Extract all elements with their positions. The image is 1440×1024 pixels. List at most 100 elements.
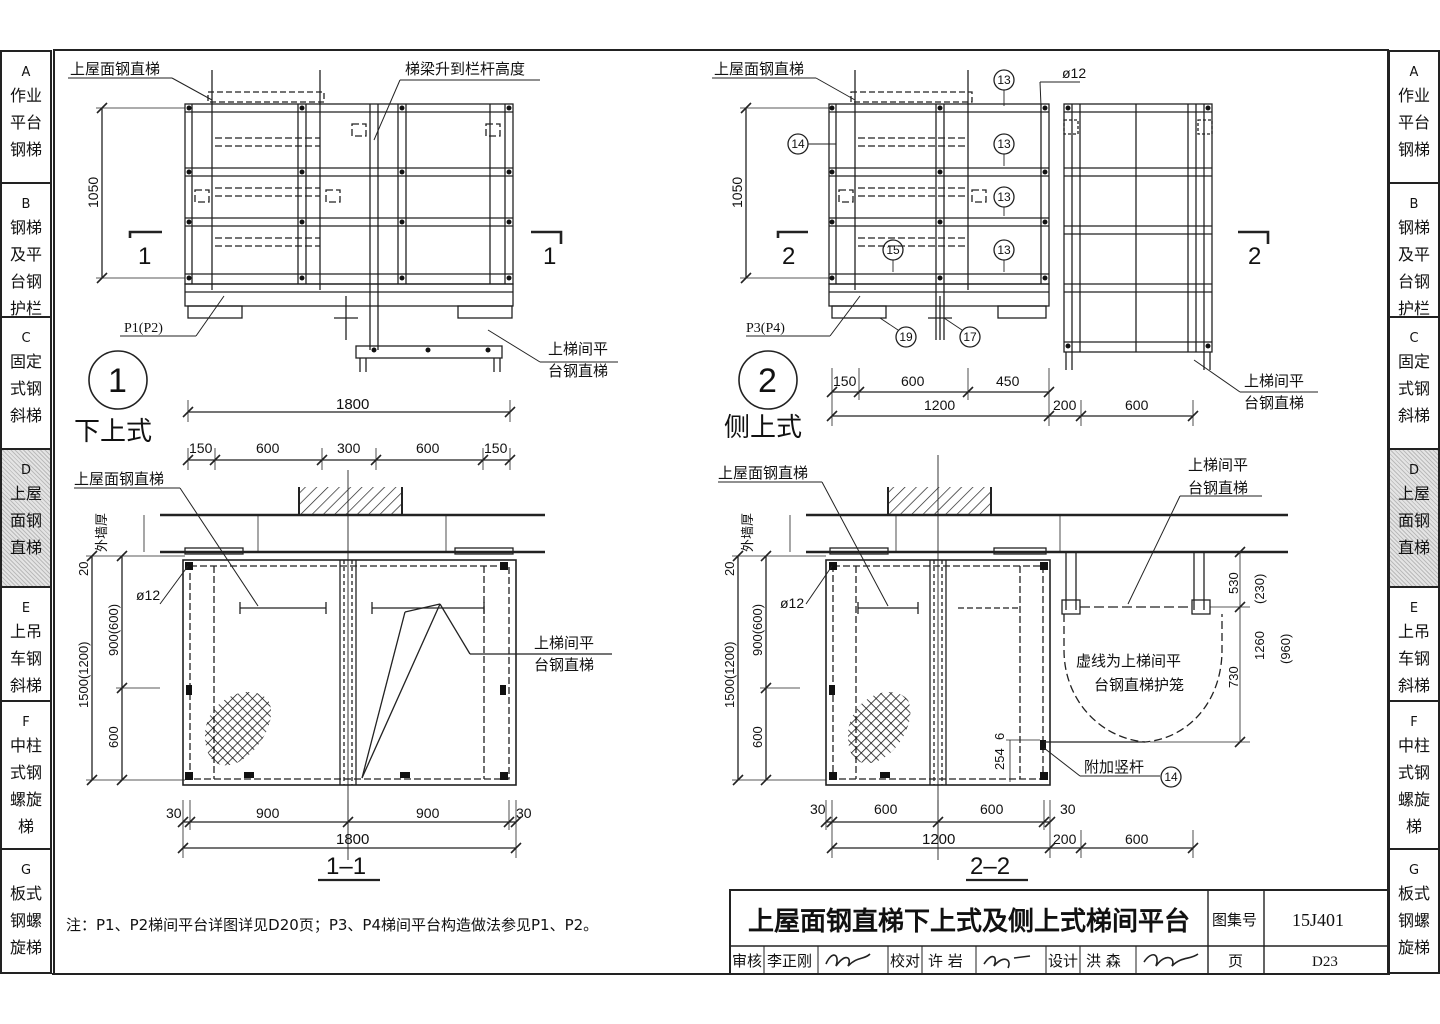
- page-number: D23: [1312, 954, 1338, 970]
- plan2-d600a: 600: [874, 801, 898, 817]
- index-tab-label: 上屋 面钢 直梯: [1397, 484, 1430, 557]
- plan1-d600: 600: [106, 726, 121, 748]
- plan2-d600: 600: [750, 726, 765, 748]
- d2-name: 侧上式: [724, 413, 802, 443]
- plan2-d20: 20: [722, 562, 737, 576]
- index-tab-letter: D: [20, 463, 31, 478]
- index-tab-label: 作业 平台 钢梯: [1397, 86, 1430, 159]
- d2-callout-4: 14: [791, 137, 805, 151]
- d2-callout-6: 19: [899, 330, 913, 344]
- plan2-d600b: 600: [980, 801, 1004, 817]
- plan1-d20: 20: [76, 562, 91, 576]
- index-tab-letter: A: [1409, 65, 1419, 80]
- index-tab-letter: E: [21, 601, 31, 616]
- plan1-d900b: 900: [416, 805, 440, 821]
- detail-2-elevation: [712, 69, 1318, 426]
- d2-dim-row-1: 600: [901, 373, 925, 389]
- plan2-d30a: 30: [810, 801, 826, 817]
- d1-number: 1: [108, 362, 127, 400]
- index-tab-a[interactable]: A 作业 平台 钢梯: [1390, 52, 1438, 184]
- d2-platform-label: P3(P4): [746, 321, 785, 336]
- check-name: 许 岩: [928, 952, 963, 970]
- plan1-dim-top-0: 150: [189, 440, 213, 456]
- index-tab-label: 作业 平台 钢梯: [9, 86, 42, 159]
- plan1-d900a: 900: [256, 805, 280, 821]
- d1-name: 下上式: [74, 417, 152, 447]
- d2-callout-labels: 13 13 13 13 14 15 19 17: [791, 73, 1011, 344]
- plan2-stair-ladder-1: 上梯间平: [1188, 456, 1248, 474]
- plan2-section-title: 2–2: [970, 853, 1010, 880]
- plan2-d960: (960): [1278, 634, 1293, 664]
- d2-callout-0: 13: [997, 73, 1011, 87]
- plan1-rod: ø12: [136, 587, 160, 603]
- plan2-extra-num: 14: [1164, 770, 1178, 784]
- index-tab-letter: B: [21, 197, 31, 212]
- sheet-title: 上屋面钢直梯下上式及侧上式梯间平台: [748, 906, 1190, 937]
- review-name: 李正刚: [767, 952, 812, 970]
- plan2-cage-note-2: 台钢直梯护笼: [1094, 676, 1184, 694]
- plan2-d900: 900(600): [750, 604, 765, 656]
- d2-height-dim: 1050: [729, 177, 745, 208]
- plan2-roof-ladder-label: 上屋面钢直梯: [718, 464, 808, 482]
- atlas-label: 图集号: [1212, 911, 1257, 929]
- plan2-cage-note-1: 虚线为上梯间平: [1076, 652, 1181, 670]
- index-tab-label: 中柱 式钢 螺旋 梯: [9, 736, 42, 836]
- d2-section-left: 2: [782, 243, 795, 270]
- plan1-d30b: 30: [516, 805, 532, 821]
- plan1-roof-ladder-label: 上屋面钢直梯: [74, 470, 164, 488]
- footnote: 注：P1、P2梯间平台详图详见D20页；P3、P4梯间平台构造做法参见P1、P2…: [66, 916, 598, 934]
- plan2-rod: ø12: [780, 595, 804, 611]
- d2-callout-2: 13: [997, 190, 1011, 204]
- d1-width-dim: 1800: [336, 396, 369, 413]
- d1-roof-ladder-label: 上屋面钢直梯: [70, 60, 160, 78]
- d1-beam-note: 梯梁升到栏杆高度: [405, 60, 525, 78]
- plan1-d1500: 1500(1200): [76, 642, 91, 709]
- d1-stair-ladder-1: 上梯间平: [548, 340, 608, 358]
- design-name: 洪 森: [1086, 952, 1121, 970]
- plan2-d730: 730: [1226, 666, 1241, 688]
- plan1-dim-top-3: 600: [416, 440, 440, 456]
- plan1-dim-top-1: 600: [256, 440, 280, 456]
- d2-callout-3: 13: [997, 243, 1011, 257]
- d1-stair-ladder-2: 台钢直梯: [548, 362, 608, 380]
- index-tab-f[interactable]: F 中柱 式钢 螺旋 梯: [2, 702, 50, 850]
- d2-number: 2: [758, 362, 777, 400]
- page-label: 页: [1228, 952, 1243, 970]
- plan1-d30a: 30: [166, 805, 182, 821]
- plan2-d230: (230): [1252, 574, 1267, 604]
- d2-dim-total-0: 1200: [924, 397, 955, 413]
- plan2-d600c: 600: [1125, 831, 1149, 847]
- index-tab-letter: G: [1408, 863, 1420, 878]
- index-tab-letter: B: [1409, 197, 1419, 212]
- d2-rod: ø12: [1062, 65, 1086, 81]
- plan1-wall-label: 外墙厚: [95, 513, 110, 552]
- index-tab-letter: G: [20, 863, 32, 878]
- d1-section-left: 1: [138, 243, 151, 270]
- plan2-d1200: 1200: [922, 831, 955, 848]
- index-tab-letter: C: [21, 331, 31, 346]
- plan2-d6: 6: [992, 733, 1007, 740]
- plan2-d254: 254: [992, 748, 1007, 770]
- index-tab-letter: F: [1410, 715, 1418, 730]
- d2-callout-1: 13: [997, 137, 1011, 151]
- d2-roof-ladder-label: 上屋面钢直梯: [714, 60, 804, 78]
- plan1-stair-ladder-1: 上梯间平: [534, 634, 594, 652]
- d2-dim-row-0: 150: [833, 373, 857, 389]
- d2-dim-total-2: 600: [1125, 397, 1149, 413]
- index-tab-letter: F: [22, 715, 30, 730]
- d1-section-right: 1: [543, 243, 556, 270]
